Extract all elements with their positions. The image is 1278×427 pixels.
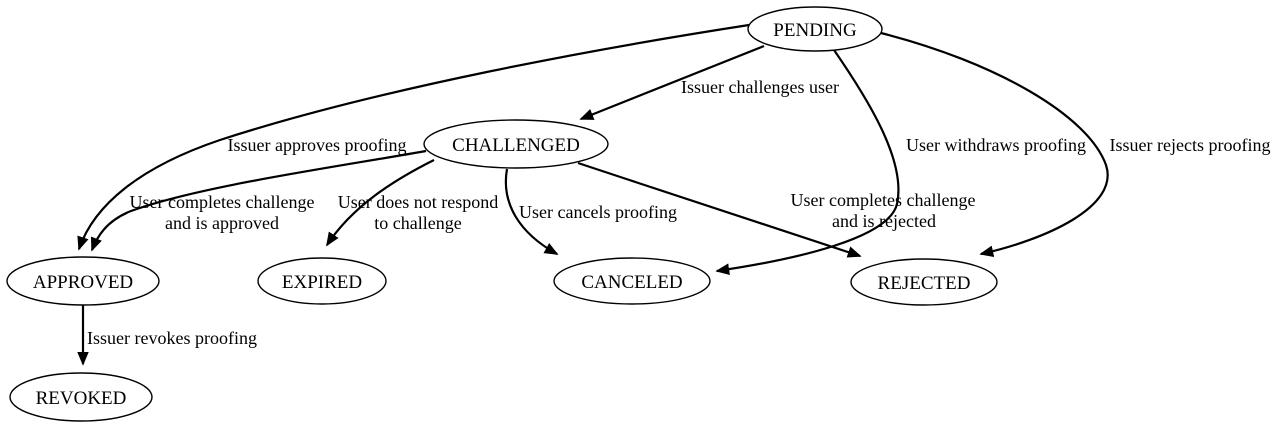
edge-label-issuer-revokes-proofing: Issuer revokes proofing — [87, 328, 257, 348]
edge-label-issuer-rejects-proofing: Issuer rejects proofing — [1110, 135, 1271, 155]
edge-pending-canceled — [715, 49, 900, 275]
edge-label-user-completes-challenge-rejected-line1: User completes challenge — [791, 190, 976, 210]
edge-pending-rejected — [880, 31, 1109, 258]
edge-challenged-expired — [326, 159, 435, 247]
edge-label-user-cancels-proofing: User cancels proofing — [519, 202, 677, 222]
state-node-pending: PENDING — [747, 6, 883, 52]
state-node-canceled: CANCELED — [553, 257, 711, 305]
canceled-label: CANCELED — [581, 272, 682, 293]
edge-label-user-completes-challenge-rejected-line2: and is rejected — [832, 211, 936, 231]
state-node-expired: EXPIRED — [257, 257, 387, 305]
state-node-rejected: REJECTED — [850, 258, 998, 306]
pending-label: PENDING — [773, 20, 857, 41]
rejected-label: REJECTED — [878, 273, 971, 294]
expired-label: EXPIRED — [282, 272, 362, 293]
edge-pending-challenged — [579, 44, 765, 121]
edge-labels: Issuer challenges user Issuer approves p… — [87, 77, 1270, 348]
approved-ellipse — [6, 256, 160, 306]
edge-label-user-does-not-respond-line1: User does not respond — [338, 192, 498, 212]
edge-label-user-withdraws-proofing: User withdraws proofing — [906, 135, 1086, 155]
state-node-challenged: CHALLENGED — [423, 119, 609, 169]
edge-label-issuer-approves-proofing: Issuer approves proofing — [228, 135, 407, 155]
challenged-ellipse — [423, 119, 609, 169]
approved-label: APPROVED — [33, 272, 133, 293]
challenged-label: CHALLENGED — [452, 135, 580, 156]
edge-pending-approved — [77, 23, 750, 251]
nodes: PENDING CHALLENGED APPROVED EXPIRED CANC… — [6, 6, 998, 422]
edges — [77, 23, 1109, 366]
expired-ellipse — [257, 257, 387, 305]
revoked-label: REVOKED — [36, 388, 127, 409]
edge-challenged-approved — [90, 149, 427, 252]
state-node-revoked: REVOKED — [9, 372, 153, 422]
edge-label-user-completes-challenge-approved-line1: User completes challenge — [130, 192, 315, 212]
revoked-ellipse — [9, 372, 153, 422]
edge-challenged-canceled — [504, 168, 559, 255]
edge-label-user-does-not-respond-line2: to challenge — [374, 213, 461, 233]
rejected-ellipse — [850, 258, 998, 306]
state-node-approved: APPROVED — [6, 256, 160, 306]
canceled-ellipse — [553, 257, 711, 305]
pending-ellipse — [747, 6, 883, 52]
edge-label-issuer-challenges-user: Issuer challenges user — [681, 77, 839, 97]
edge-label-user-completes-challenge-approved-line2: and is approved — [165, 213, 279, 233]
